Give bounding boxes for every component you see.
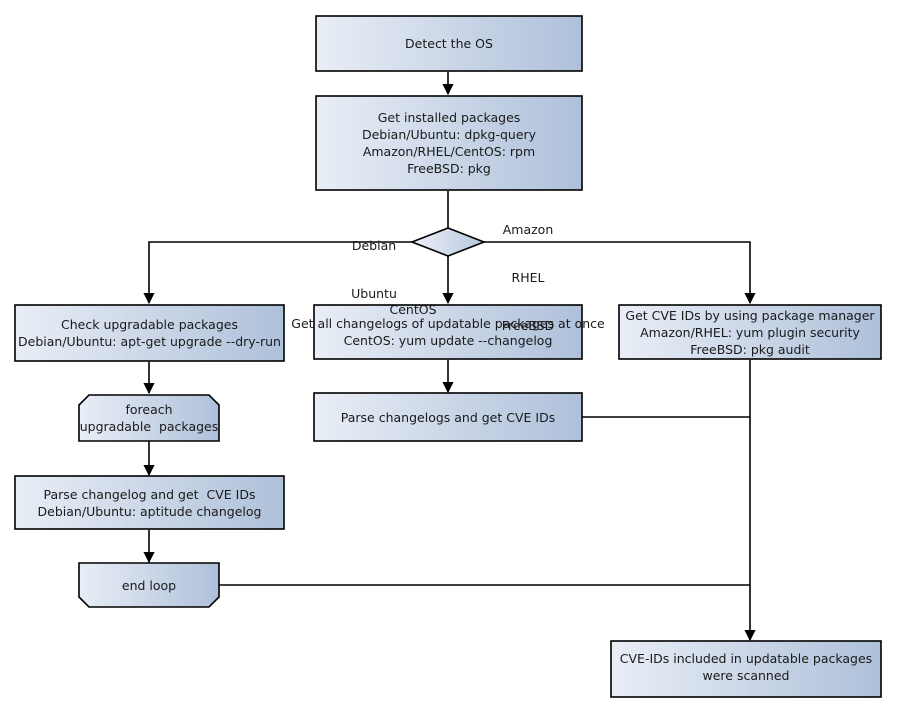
- edge-label-centos-text: CentOS: [389, 302, 437, 317]
- node-scan-complete: [610, 640, 882, 698]
- node-parse-changelog-cve-ids: [14, 475, 285, 530]
- edge-decision-to-check-upgradable: [143, 241, 412, 305]
- node-get-all-changelogs: [313, 304, 583, 360]
- edge-label-amazon-rhel-freebsd: Amazon RHEL FreeBSD: [489, 190, 567, 366]
- edge-label-freebsd: FreeBSD: [501, 318, 555, 333]
- node-end-loop: [78, 562, 220, 608]
- edge-label-rhel: RHEL: [511, 270, 545, 285]
- edge-label-ubuntu: Ubuntu: [351, 286, 397, 301]
- node-foreach-loop-start-shape: [78, 394, 220, 442]
- node-parse-changelogs-cve-ids: [313, 392, 583, 442]
- edge-label-debian: Debian: [351, 238, 397, 253]
- node-get-cve-ids-package-manager: [618, 304, 882, 360]
- node-check-upgradable-packages: [14, 304, 285, 362]
- node-os-decision: [409, 227, 487, 257]
- edge-label-centos: CentOS: [385, 270, 441, 350]
- node-get-installed-packages: [315, 95, 583, 191]
- edge-label-debian-ubuntu: Debian Ubuntu: [338, 206, 410, 334]
- edge-label-amazon: Amazon: [502, 222, 554, 237]
- node-detect-os: [315, 15, 583, 72]
- edge-decision-to-get-cve-pm: [484, 241, 756, 305]
